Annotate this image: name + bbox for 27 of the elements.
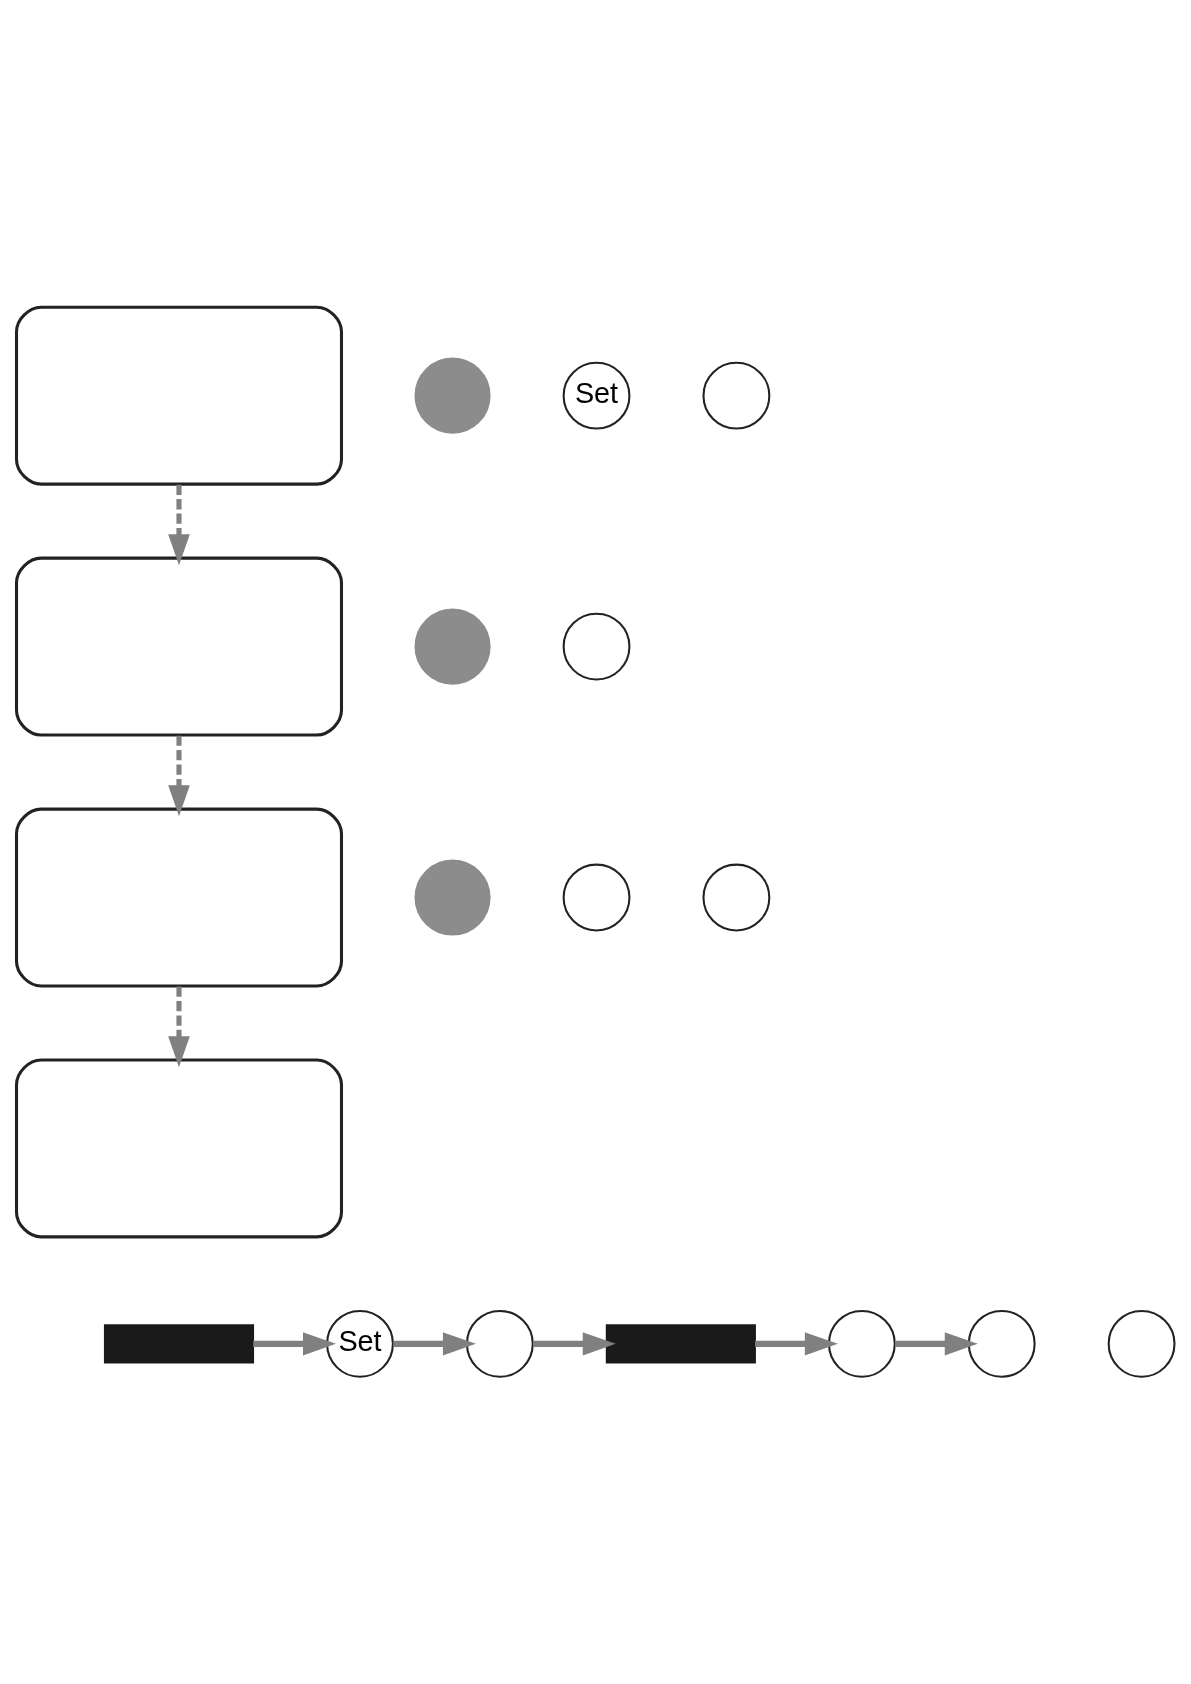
arrow (168, 735, 190, 817)
arrow (895, 1332, 978, 1356)
node-circle (967, 1309, 1036, 1378)
node-bar (103, 1324, 255, 1364)
node-box (14, 807, 344, 988)
node-circle (414, 357, 491, 434)
node-circle (562, 612, 631, 681)
node-circle: Set (562, 361, 631, 430)
node-circle (414, 608, 491, 685)
node-circle (465, 1309, 534, 1378)
node-bar (605, 1324, 756, 1364)
node-box (14, 556, 344, 737)
arrow (168, 986, 190, 1068)
arrow (393, 1332, 476, 1356)
node-circle (562, 863, 631, 932)
node-box (14, 305, 344, 486)
arrow (253, 1332, 336, 1356)
node-circle (702, 361, 771, 430)
arrow (755, 1332, 838, 1356)
node-circle (702, 863, 771, 932)
arrow (533, 1332, 616, 1356)
node-circle (414, 859, 491, 936)
node-box (14, 1058, 344, 1239)
node-circle: Set (326, 1309, 394, 1378)
arrow (168, 484, 190, 566)
node-circle (1107, 1309, 1176, 1378)
node-circle (827, 1309, 896, 1378)
